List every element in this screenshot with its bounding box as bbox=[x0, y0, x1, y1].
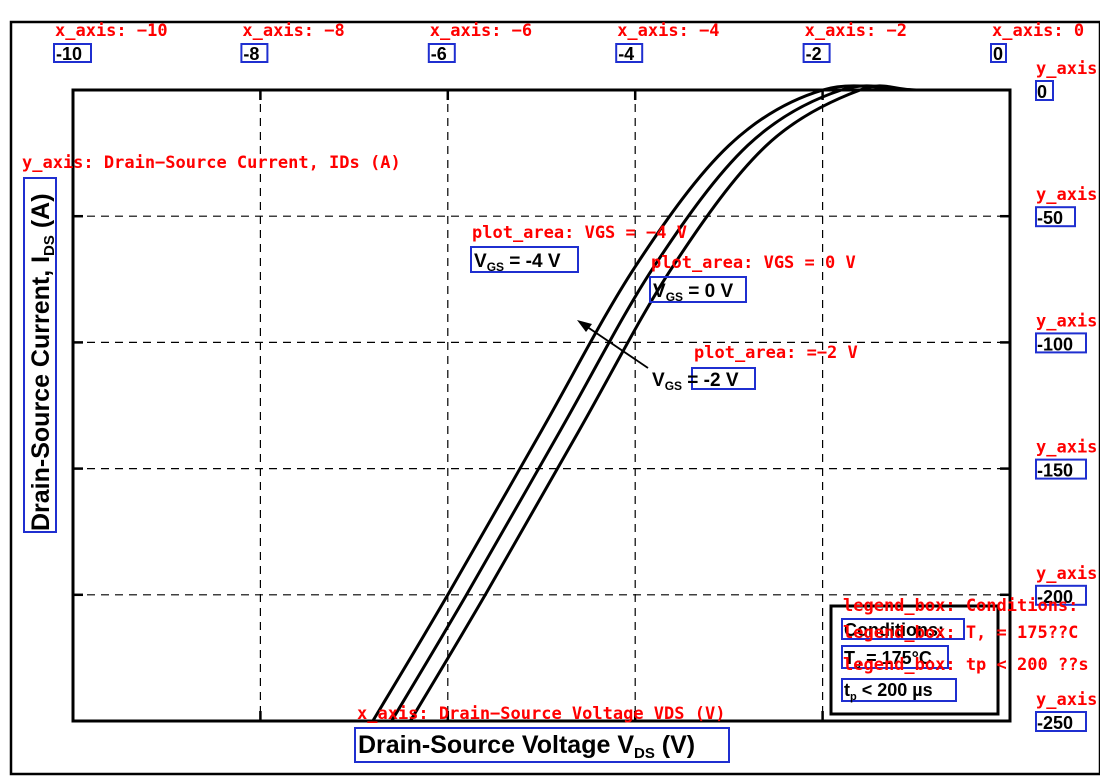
y-tick-label-box bbox=[1035, 206, 1076, 228]
legend-line2-box bbox=[841, 678, 957, 702]
x-tick-annotation: x_axis: −4 bbox=[617, 21, 719, 41]
x-tick-label: -6 bbox=[431, 44, 447, 64]
legend-title-box bbox=[841, 618, 965, 640]
legend-line1: TJ = 175°C bbox=[844, 648, 932, 671]
x-tick-annotation: x_axis: −6 bbox=[430, 21, 532, 41]
label-vgs-m4-text: VGS = -4 V bbox=[474, 251, 561, 274]
x-tick-label-box bbox=[427, 43, 456, 63]
y-tick-label: -100 bbox=[1037, 334, 1073, 354]
y-tick-label: -50 bbox=[1037, 208, 1063, 228]
x-tick-label: -2 bbox=[806, 44, 822, 64]
y-axis-title-box bbox=[23, 177, 57, 533]
legend-line2: tp < 200 µs bbox=[844, 680, 933, 703]
x-tick-label-box bbox=[240, 43, 269, 63]
x-tick-label: -8 bbox=[243, 44, 259, 64]
label-vgs-0-annotation: plot_area: VGS = 0 V bbox=[651, 253, 856, 273]
y-tick-label: -200 bbox=[1037, 587, 1073, 607]
y-tick-annotation: y_axis: bbox=[1036, 311, 1100, 331]
y-tick-label-box bbox=[1035, 458, 1087, 480]
y-tick-label-box bbox=[1035, 584, 1087, 606]
x-tick-annotation: x_axis: −2 bbox=[805, 21, 907, 41]
y-tick-label: -150 bbox=[1037, 461, 1073, 481]
label-vgs-m2-arrow bbox=[579, 321, 649, 369]
label-vgs-0-text: VGS = 0 V bbox=[653, 281, 734, 304]
label-vgs-m2-text: VGS = -2 V bbox=[652, 370, 739, 393]
x-axis-title: x_axis: Drain−Source Voltage VDS (V) Dra… bbox=[354, 704, 730, 763]
x-tick-label-box bbox=[802, 43, 831, 63]
legend-line1-annotation: legend_box: T, = 175??C bbox=[843, 623, 1078, 643]
y-tick-annotation: y_axis: bbox=[1036, 690, 1100, 710]
y-tick-annotation: y_axis: bbox=[1036, 564, 1100, 584]
legend-line2-annotation: legend_box: tp < 200 ??s bbox=[843, 655, 1089, 675]
x-axis-annotation: x_axis: Drain−Source Voltage VDS (V) bbox=[357, 704, 725, 724]
y-tick-annotation: y_axis: bbox=[1036, 59, 1100, 79]
x-tick-label: -10 bbox=[56, 44, 82, 64]
series-line-2 bbox=[409, 84, 1010, 722]
y-axis-title: y_axis: Drain−Source Current, IDs (A) Dr… bbox=[22, 153, 401, 533]
grid bbox=[73, 90, 1010, 721]
label-vgs-0-box bbox=[649, 276, 747, 303]
y-tick-label-box bbox=[1035, 80, 1054, 101]
x-tick-annotation: x_axis: −10 bbox=[55, 21, 168, 41]
legend-line1-box bbox=[841, 645, 949, 669]
label-vgs-m4-annotation: plot_area: VGS = −4 V bbox=[472, 223, 687, 243]
label-vgs-m2-arrowhead bbox=[577, 320, 592, 332]
legend-title: Conditions: bbox=[844, 620, 944, 640]
x-tick-label: -4 bbox=[618, 44, 634, 64]
label-vgs-m2-box bbox=[691, 367, 756, 390]
y-tick-label: -250 bbox=[1037, 713, 1073, 733]
plot-area-frame bbox=[71, 88, 1012, 723]
y-tick-annotation: y_axis: bbox=[1036, 185, 1100, 205]
label-vgs-m4: plot_area: VGS = −4 V VGS = -4 V bbox=[470, 223, 687, 274]
label-vgs-0: plot_area: VGS = 0 V VGS = 0 V bbox=[649, 253, 856, 304]
x-axis-title-text: Drain-Source Voltage VDS (V) bbox=[358, 731, 695, 762]
legend: legend_box: Conditions: Conditions: lege… bbox=[829, 596, 1089, 716]
figure-frame bbox=[9, 20, 1100, 776]
y-tick-label-box bbox=[1035, 711, 1087, 732]
x-tick-label-box bbox=[53, 43, 92, 63]
y-axis-title-text: Drain-Source Current, IDS (A) bbox=[27, 193, 58, 531]
axis-ticks: x_axis: −10 -10 x_axis: −8 -8 x_axis: −6 -6 x_… bbox=[53, 21, 1100, 733]
data-curves bbox=[371, 84, 1010, 722]
label-vgs-m2-annotation: plot_area: =−2 V bbox=[694, 343, 858, 363]
legend-title-annotation: legend_box: Conditions: bbox=[843, 596, 1078, 616]
y-tick-annotation: y_axis: bbox=[1036, 438, 1100, 458]
x-axis-title-box bbox=[354, 727, 730, 763]
label-vgs-m2: plot_area: =−2 V VGS = -2 V bbox=[577, 320, 858, 393]
x-tick-label: 0 bbox=[993, 44, 1003, 64]
x-tick-label-box bbox=[990, 43, 1007, 63]
x-tick-annotation: x_axis: 0 bbox=[992, 21, 1084, 41]
x-tick-label-box bbox=[615, 43, 644, 63]
legend-frame bbox=[829, 604, 1000, 716]
y-axis-annotation: y_axis: Drain−Source Current, IDs (A) bbox=[22, 153, 401, 173]
x-tick-annotation: x_axis: −8 bbox=[242, 21, 344, 41]
label-vgs-m4-box bbox=[470, 246, 579, 273]
y-tick-label: 0 bbox=[1037, 82, 1047, 102]
y-tick-label-box bbox=[1035, 332, 1087, 354]
